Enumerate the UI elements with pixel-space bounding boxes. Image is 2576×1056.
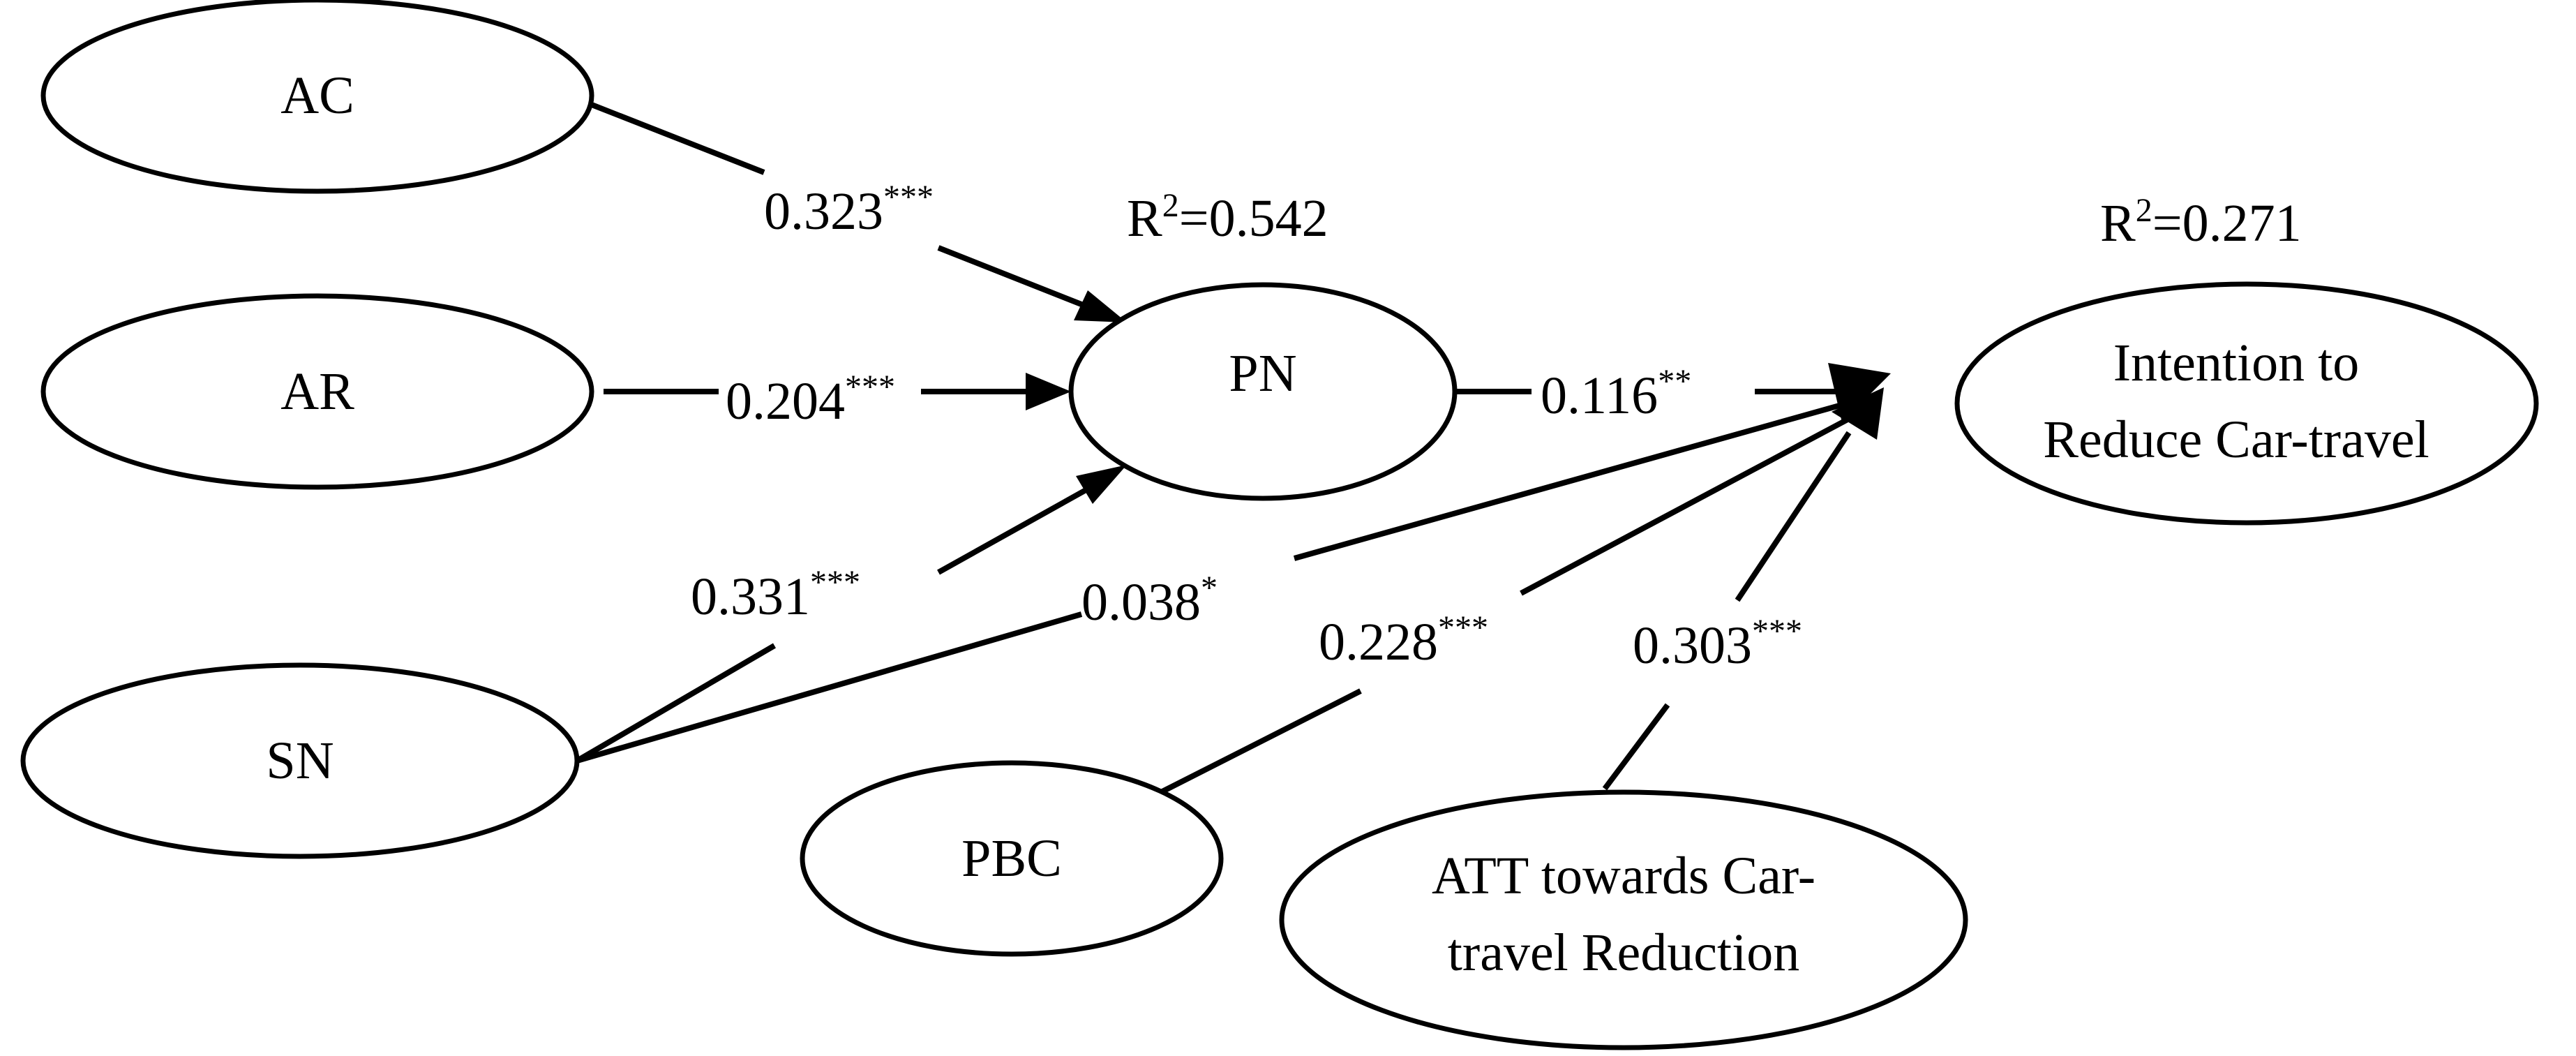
node-itr-shape	[1954, 281, 2539, 526]
r2-pn-sup: 2	[1162, 187, 1179, 224]
node-att-label-line1: ATT towards Car-	[1432, 847, 1815, 905]
coef-sn-itr-stars: *	[1201, 570, 1218, 607]
coef-sn-pn-stars: ***	[810, 564, 860, 601]
node-pbc-label: PBC	[961, 829, 1062, 888]
node-itr-label-line1: Intention to	[2113, 334, 2360, 392]
coef-att-itr-value: 0.303	[1633, 616, 1752, 675]
node-sn-label: SN	[266, 731, 334, 790]
coef-ar-pn: 0.204***	[726, 369, 895, 431]
node-ac: AC	[40, 0, 594, 194]
arrowhead-sn-pn	[1076, 465, 1127, 504]
node-att-label-line2: travel Reduction	[1448, 923, 1799, 982]
r2-itr-prefix: R	[2100, 194, 2136, 253]
coef-pbc-itr-stars: ***	[1438, 609, 1488, 646]
coef-ar-pn-value: 0.204	[726, 372, 845, 431]
node-sn-shape	[20, 662, 580, 859]
edge-sn-itr-segment-1	[576, 611, 1083, 764]
coef-pbc-itr-value: 0.228	[1319, 613, 1438, 671]
node-ac-label: AC	[280, 66, 354, 125]
coef-ac-pn: 0.323***	[764, 179, 934, 241]
coef-sn-pn: 0.331***	[691, 564, 860, 626]
node-ac-shape	[40, 0, 594, 194]
node-pn-label: PN	[1229, 344, 1296, 403]
coef-pn-itr-stars: **	[1658, 363, 1691, 400]
coef-sn-pn-value: 0.331	[691, 567, 810, 626]
arrowhead-ac-pn	[1074, 290, 1127, 322]
arrowhead-itr-secondary	[1832, 387, 1884, 440]
edge-pbc-itr-segment-2	[1520, 416, 1850, 596]
r2-pn-prefix: R	[1127, 189, 1162, 248]
coef-pn-itr: 0.116**	[1541, 363, 1691, 425]
edge-sn-pn-segment-1	[575, 643, 777, 764]
edge-ac-pn-segment-1	[590, 102, 765, 175]
node-intention-reduce-car-travel: Intention to Reduce Car-travel	[1954, 281, 2539, 526]
edge-sn-pn-segment-2	[937, 486, 1090, 575]
node-ar-label: AR	[280, 362, 354, 421]
node-ar-shape	[40, 293, 594, 490]
r2-pn: R2=0.542	[1127, 187, 1328, 248]
coef-pn-itr-value: 0.116	[1541, 366, 1658, 425]
coef-att-itr-stars: ***	[1752, 613, 1802, 650]
coef-ac-pn-stars: ***	[883, 179, 934, 216]
node-ar: AR	[40, 293, 594, 490]
r2-itr: R2=0.271	[2100, 192, 2302, 253]
node-pbc-shape	[800, 760, 1224, 957]
arrowhead-ar-pn	[1026, 373, 1071, 410]
edge-pbc-itr-segment-1	[1157, 688, 1362, 796]
node-pbc: PBC	[800, 760, 1224, 957]
coef-sn-itr: 0.038*	[1081, 570, 1218, 632]
r2-itr-sup: 2	[2136, 192, 2152, 229]
node-att-shape	[1279, 789, 1968, 1050]
r2-itr-value: =0.271	[2152, 194, 2302, 253]
node-itr-label-line2: Reduce Car-travel	[2043, 410, 2429, 469]
edge-att-itr-segment-1	[1602, 703, 1670, 791]
coef-att-itr: 0.303***	[1633, 613, 1802, 675]
coef-ar-pn-stars: ***	[845, 369, 895, 406]
r2-pn-value: =0.542	[1179, 189, 1328, 248]
edge-ac-pn-segment-2	[937, 245, 1090, 310]
node-sn: SN	[20, 662, 580, 859]
edge-att-itr-segment-2	[1735, 431, 1852, 602]
coef-sn-itr-value: 0.038	[1081, 573, 1201, 632]
node-att-car-travel-reduction: ATT towards Car- travel Reduction	[1279, 789, 1968, 1050]
edge-sn-itr-segment-2	[1293, 402, 1843, 561]
node-pn-shape	[1068, 282, 1458, 501]
coef-ac-pn-value: 0.323	[764, 182, 883, 241]
node-pn: PN	[1068, 282, 1458, 501]
coef-pbc-itr: 0.228***	[1319, 609, 1488, 671]
